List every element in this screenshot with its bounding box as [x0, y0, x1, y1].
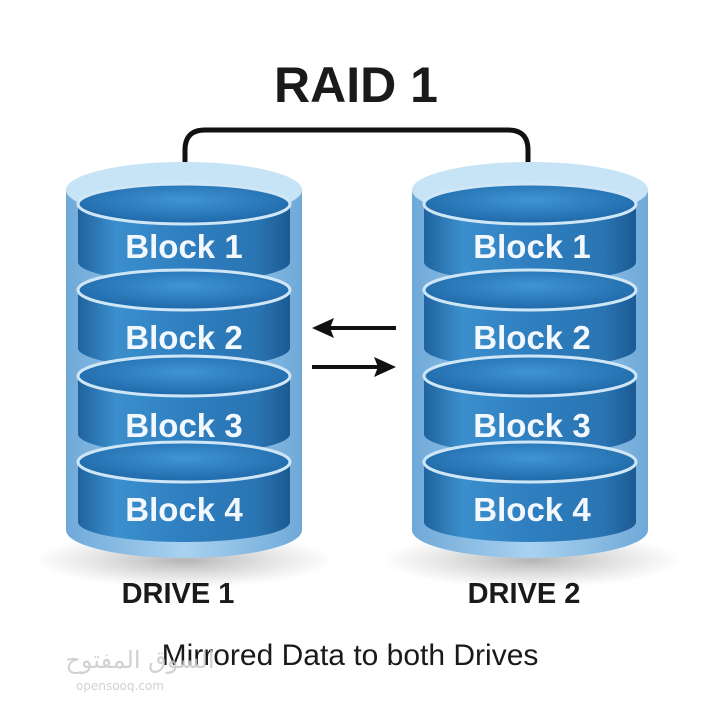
drive-1-block-4-label: Block 4 — [125, 491, 243, 528]
drive-1-platter-3 — [76, 354, 292, 454]
drive-2-block-1-label: Block 1 — [473, 228, 590, 265]
drive-2-block-2-label: Block 2 — [473, 319, 590, 356]
drive-1: Block 1 Block 2 Block 3 Block 4 — [34, 162, 334, 588]
drive-1-platter-1 — [76, 182, 292, 282]
drive-2-platter-4 — [422, 440, 638, 542]
watermark: السوق المفتوح opensooq.com — [65, 646, 214, 693]
watermark-brand: السوق المفتوح — [65, 646, 214, 674]
drive-1-block-1-label: Block 1 — [125, 228, 242, 265]
drive-2-platter-3 — [422, 354, 638, 454]
drive-1-platter-2 — [76, 268, 292, 368]
drive-1-block-3-label: Block 3 — [125, 407, 242, 444]
drive-2-block-3-label: Block 3 — [473, 407, 590, 444]
drive-2-label: DRIVE 2 — [468, 578, 581, 610]
arrow-left-icon — [312, 318, 396, 338]
drive-2-platter-2 — [422, 268, 638, 368]
drive-2: Block 1 Block 2 Block 3 Block 4 — [382, 162, 682, 588]
mirror-connector-line — [182, 127, 531, 193]
drive-1-block-2-label: Block 2 — [125, 319, 242, 356]
caption: Mirrored Data to both Drives — [162, 639, 539, 672]
drive-2-platter-1 — [422, 182, 638, 282]
diagram-title: RAID 1 — [274, 57, 438, 113]
arrow-right-icon — [312, 357, 396, 377]
drive-2-block-4-label: Block 4 — [473, 491, 591, 528]
drive-1-platter-4 — [76, 440, 292, 542]
watermark-site: opensooq.com — [76, 679, 164, 693]
drive-1-label: DRIVE 1 — [122, 578, 235, 610]
